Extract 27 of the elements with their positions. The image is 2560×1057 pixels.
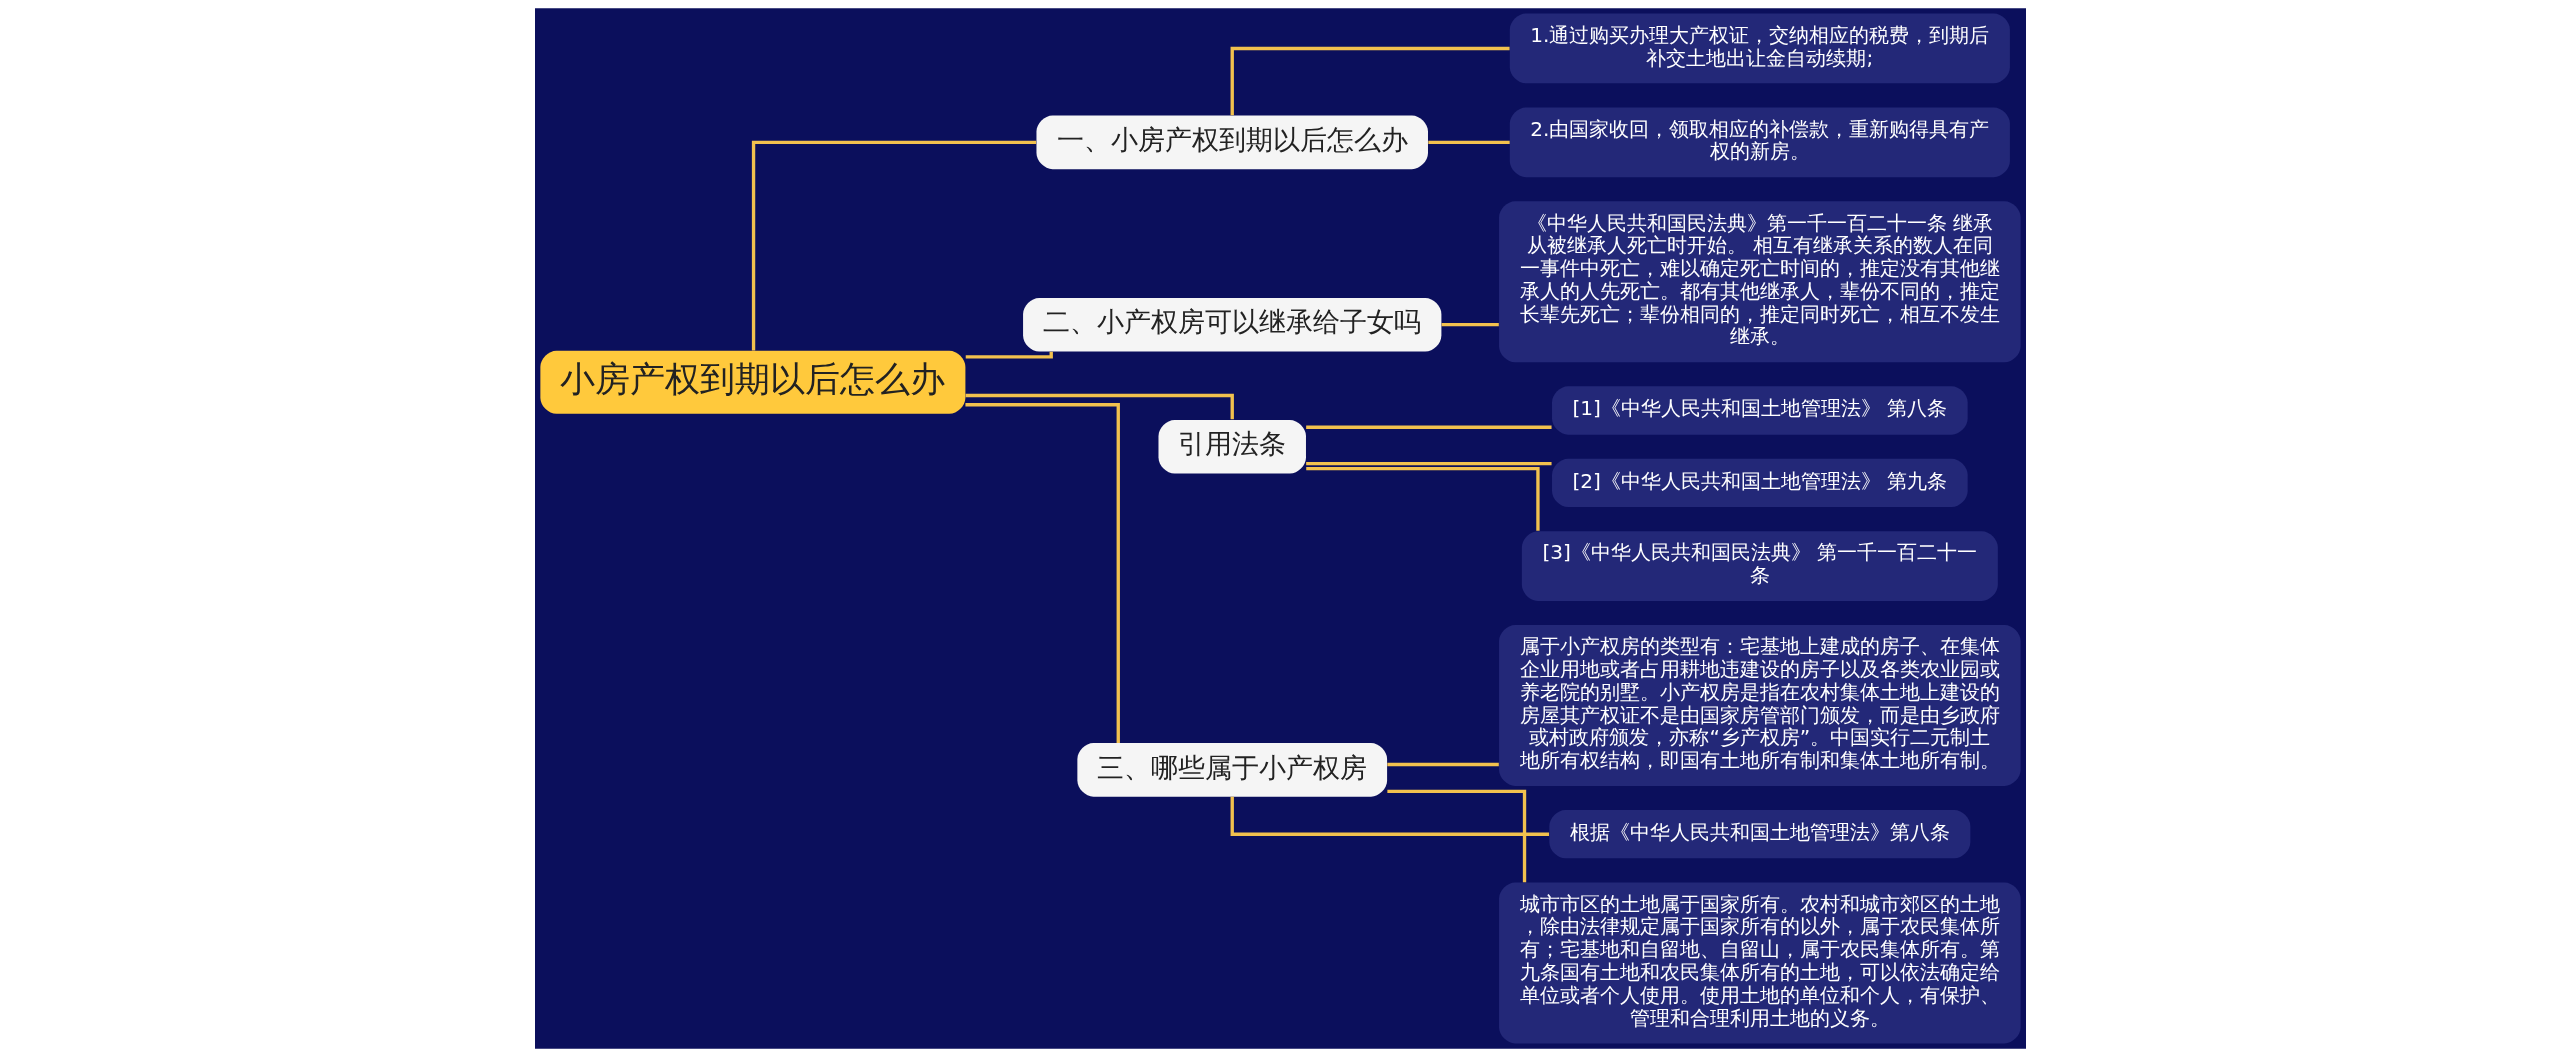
connector (1230, 796, 1549, 836)
node-box: 根据《中华人民共和国土地管理法》第八条 (1548, 810, 1970, 859)
connector (964, 403, 1120, 743)
node-box: 一、小房产权到期以后怎么办 (1035, 115, 1428, 170)
connector (1386, 789, 1526, 883)
node-box: 小房产权到期以后怎么办 (539, 350, 965, 414)
node-box: 三、哪些属于小产权房 (1076, 743, 1387, 797)
connector (1305, 462, 1552, 466)
node-box: [1]《中华人民共和国土地管理法》 第八条 (1551, 386, 1968, 435)
connector (965, 351, 1053, 359)
connector (1305, 425, 1552, 429)
node-box: 1.通过购买办理大产权证，交纳相应的税费，到期后补交土地出让金自动续期; (1509, 13, 2010, 84)
node-box: 城市市区的土地属于国家所有。农村和城市郊区的土地，除由法律规定属于国家所有的以外，属于农民集体所有；宅基地和自留地、自留山，属于农民集体所有。第九条国有土地和农民集体所有的土地，可以依法确定给单位或者个人使用。使用土地的单位和个人，有保护、管理和合理利用土地的义务。 (1498, 882, 2021, 1044)
node-box: [3]《中华人民共和国民法典》 第一千一百二十一条 (1521, 531, 1998, 601)
connector (1386, 762, 1499, 767)
node-box: 2.由国家收回，领取相应的补偿款，重新购得具有产权的新房。 (1509, 107, 2010, 178)
connector (1427, 140, 1510, 144)
node-box: 属于小产权房的类型有：宅基地上建成的房子、在集体企业用地或者占用耕地违建设的房子以及各类农业园或养老院的别墅。小产权房是指在农村集体土地上建设的房屋其产权证不是由国家房管部门颁发，而是由乡政府或村政府颁发，亦称“乡产权房”。中国实行二元制土地所有权结构，即国有土地所有制和集体土地所有制。 (1498, 625, 2021, 786)
connector (751, 140, 1036, 351)
connector (1441, 323, 1499, 327)
node-box: [2]《中华人民共和国土地管理法》 第九条 (1551, 458, 1968, 508)
node-box: 二、小产权房可以继承给子女吗 (1022, 297, 1441, 352)
connector (965, 393, 1234, 420)
node-box: 引用法条 (1158, 419, 1306, 474)
connector (1230, 46, 1510, 116)
node-box: 《中华人民共和国民法典》第一千一百二十一条 继承从被继承人死亡时开始。 相互有继承关系的数人在同一事件中死亡，难以确定死亡时间的，推定没有其他继承人的人先死亡。都有其他继承人，辈份不同的，推定长辈先死亡；辈份相同的，推定同时死亡，相互不发生继承。 (1498, 201, 2021, 363)
connector (1305, 466, 1540, 531)
